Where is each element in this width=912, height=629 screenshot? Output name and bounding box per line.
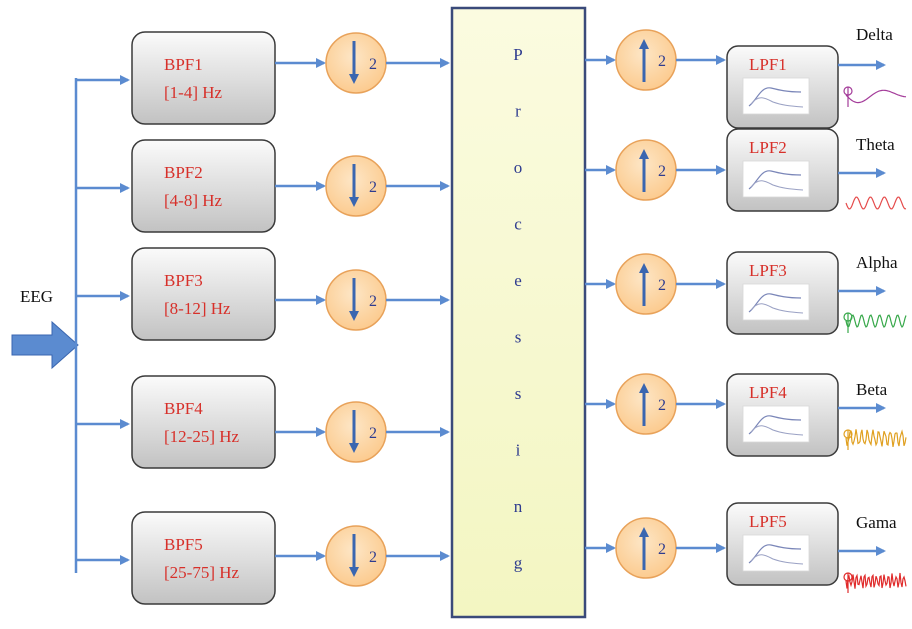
waveform-trace	[845, 572, 907, 589]
output-band-label: Alpha	[856, 253, 898, 272]
filter-response-curve	[750, 180, 804, 191]
upsampler-factor: 2	[658, 397, 666, 414]
downsampler-circle	[325, 269, 387, 331]
bpf-range: [1-4] Hz	[164, 83, 223, 102]
upsampler-factor: 2	[658, 541, 666, 558]
filter-response-thumbnail	[742, 77, 810, 115]
downsampler-circle	[325, 401, 387, 463]
upsampler-circle	[615, 139, 677, 201]
processing-letter: P	[513, 45, 522, 64]
output-band-label: Gama	[856, 513, 897, 532]
processing-letter: s	[515, 328, 522, 347]
filter-response-curve	[750, 303, 804, 314]
upsampler-factor: 2	[658, 163, 666, 180]
processing-letter: e	[514, 271, 522, 290]
upsampler-factor: 2	[658, 53, 666, 70]
filter-response-thumbnail	[742, 283, 810, 321]
processing-letter: i	[516, 441, 521, 460]
filter-response-curve	[750, 97, 804, 108]
bpf-range: [4-8] Hz	[164, 191, 223, 210]
upsampler-circle	[615, 29, 677, 91]
downsampler-factor: 2	[369, 293, 377, 310]
output-waveform	[843, 312, 907, 333]
processing-letter: s	[515, 384, 522, 403]
lpf-name: LPF1	[749, 55, 787, 74]
input-arrow	[11, 320, 79, 370]
filter-response-curve	[750, 554, 804, 565]
downsampler-factor: 2	[369, 549, 377, 566]
filter-response-thumbnail	[742, 160, 810, 198]
waveform-trace	[845, 196, 907, 210]
waveform-trace	[845, 314, 907, 329]
waveform-trace	[845, 429, 907, 448]
lpf-name: LPF5	[749, 512, 787, 531]
filter-response-curve	[750, 425, 804, 436]
processing-letter: g	[514, 554, 523, 573]
bpf-name: BPF2	[164, 163, 203, 182]
lpf-name: LPF2	[749, 138, 787, 157]
output-waveform	[843, 86, 907, 107]
output-band-label: Theta	[856, 135, 895, 154]
bpf-range: [12-25] Hz	[164, 427, 240, 446]
upsampler-circle	[615, 517, 677, 579]
processing-letter: r	[515, 102, 521, 121]
upsampler-factor: 2	[658, 277, 666, 294]
upsampler-circle	[615, 373, 677, 435]
bpf-range: [8-12] Hz	[164, 299, 231, 318]
output-waveform	[843, 429, 907, 450]
bpf-box	[131, 139, 276, 233]
bpf-box	[131, 375, 276, 469]
downsampler-circle	[325, 32, 387, 94]
downsampler-factor: 2	[369, 56, 377, 73]
processing-letter: c	[514, 215, 522, 234]
bpf-range: [25-75] Hz	[164, 563, 240, 582]
bpf-name: BPF3	[164, 271, 203, 290]
bpf-box	[131, 511, 276, 605]
output-waveform	[845, 196, 907, 210]
bpf-box	[131, 247, 276, 341]
filter-response-thumbnail	[742, 405, 810, 443]
lpf-name: LPF4	[749, 383, 787, 402]
output-band-label: Beta	[856, 380, 888, 399]
downsampler-circle	[325, 525, 387, 587]
filter-response-thumbnail	[742, 534, 810, 572]
input-label: EEG	[20, 287, 53, 306]
downsampler-factor: 2	[369, 425, 377, 442]
upsampler-circle	[615, 253, 677, 315]
bpf-box	[131, 31, 276, 125]
bpf-name: BPF1	[164, 55, 203, 74]
downsampler-circle	[325, 155, 387, 217]
output-band-label: Delta	[856, 25, 893, 44]
waveform-trace	[845, 89, 907, 104]
processing-letter: n	[514, 497, 523, 516]
bpf-name: BPF5	[164, 535, 203, 554]
lpf-name: LPF3	[749, 261, 787, 280]
bpf-name: BPF4	[164, 399, 203, 418]
processing-letter: o	[514, 158, 523, 177]
output-waveform	[843, 572, 907, 593]
downsampler-factor: 2	[369, 179, 377, 196]
processing-block	[450, 6, 587, 619]
